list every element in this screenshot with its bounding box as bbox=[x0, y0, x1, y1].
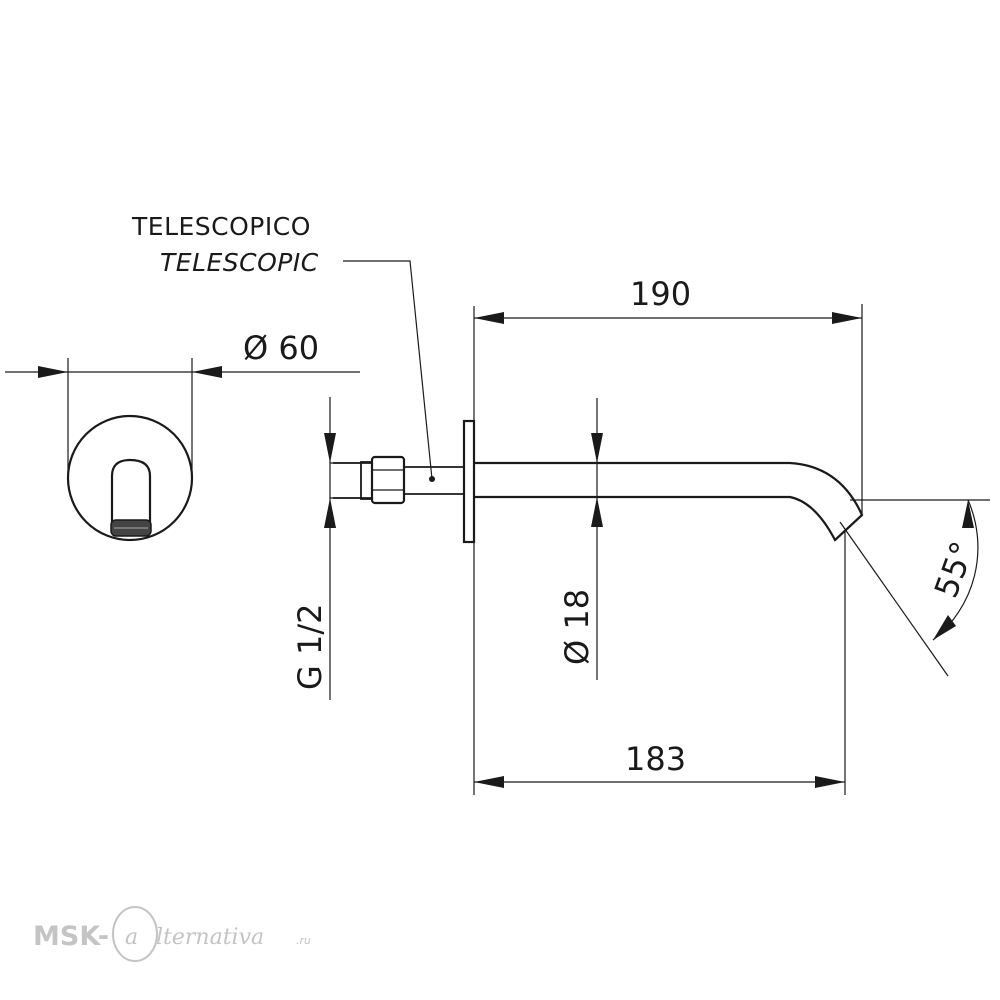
dimension-length-bottom: 183 bbox=[473, 530, 846, 795]
watermark-letter: a bbox=[125, 925, 138, 950]
watermark-logo: MSK- a lternativa .ru bbox=[33, 906, 311, 962]
front-view bbox=[66, 414, 194, 542]
dimension-thread: G 1/2 bbox=[291, 397, 362, 700]
dimension-length-top: 190 bbox=[473, 275, 863, 515]
watermark-prefix: MSK- bbox=[33, 921, 109, 952]
dimension-pipe-diameter: Ø 18 bbox=[558, 398, 603, 680]
dimension-pipe-diameter-label: Ø 18 bbox=[558, 589, 596, 665]
dimension-diameter-plate-label: Ø 60 bbox=[243, 329, 319, 367]
telescopic-label-en: TELESCOPIC bbox=[160, 248, 319, 277]
dimension-length-top-label: 190 bbox=[630, 275, 691, 313]
dimension-angle: 55° bbox=[839, 499, 990, 677]
watermark-domain: .ru bbox=[296, 934, 311, 947]
telescopic-label-it: TELESCOPICO bbox=[131, 212, 311, 241]
telescopic-callout: TELESCOPICO TELESCOPIC bbox=[131, 212, 433, 480]
dimension-length-bottom-label: 183 bbox=[625, 740, 686, 778]
watermark-suffix: lternativa bbox=[156, 925, 264, 950]
dimension-angle-label: 55° bbox=[927, 536, 982, 602]
dimension-thread-label: G 1/2 bbox=[291, 604, 329, 690]
dimension-diameter-plate: Ø 60 bbox=[5, 329, 360, 478]
